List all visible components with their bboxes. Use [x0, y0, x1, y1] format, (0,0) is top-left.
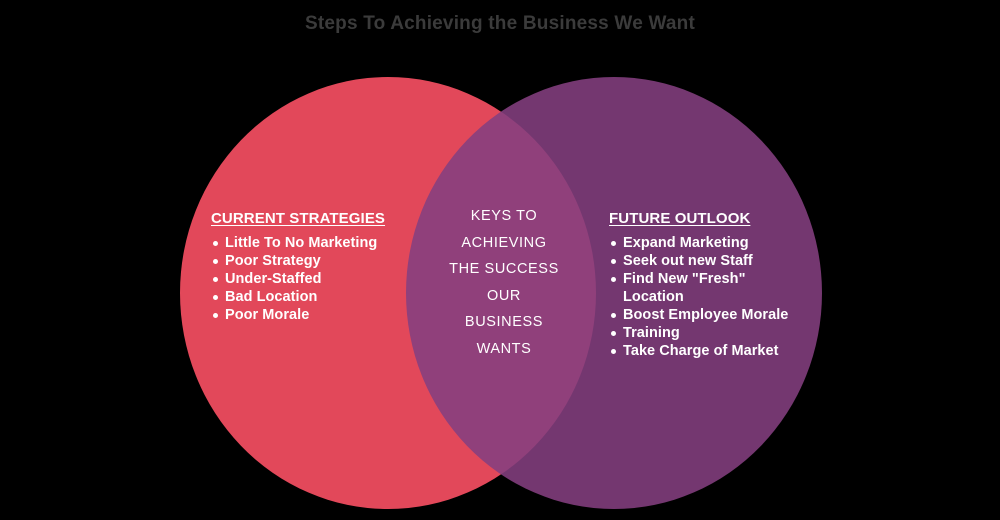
list-item: Poor Strategy — [211, 252, 426, 270]
intersection-line: WANTS — [476, 340, 532, 357]
intersection-content: KEYS TO ACHIEVING THE SUCCESS OUR BUSINE… — [430, 203, 578, 362]
list-item: Take Charge of Market — [609, 342, 819, 360]
intersection-line: BUSINESS — [464, 314, 544, 330]
intersection-line: THE SUCCESS — [449, 261, 559, 277]
list-item: Seek out new Staff — [609, 252, 819, 270]
intersection-line: OUR — [486, 287, 522, 304]
list-item: Training — [609, 324, 819, 342]
list-item: Under-Staffed — [211, 270, 426, 288]
right-heading: FUTURE OUTLOOK — [609, 210, 751, 227]
list-item: Find New "Fresh" Location — [609, 270, 819, 306]
right-bullet-list: Expand Marketing Seek out new Staff Find… — [609, 234, 819, 360]
intersection-line: KEYS TO — [470, 208, 538, 224]
page-title: Steps To Achieving the Business We Want — [305, 13, 695, 34]
list-item: Poor Morale — [211, 306, 426, 324]
right-circle-future-outlook[interactable] — [406, 77, 822, 509]
left-circle-content: CURRENT STRATEGIES Little To No Marketin… — [211, 210, 426, 324]
list-item: Expand Marketing — [609, 234, 819, 252]
right-circle-content: FUTURE OUTLOOK Expand Marketing Seek out… — [609, 210, 819, 360]
list-item: Bad Location — [211, 288, 426, 306]
list-item: Little To No Marketing — [211, 234, 426, 252]
intersection-line: ACHIEVING — [461, 234, 547, 251]
list-item: Boost Employee Morale — [609, 306, 819, 324]
left-bullet-list: Little To No Marketing Poor Strategy Und… — [211, 234, 426, 324]
left-heading: CURRENT STRATEGIES — [211, 210, 386, 227]
